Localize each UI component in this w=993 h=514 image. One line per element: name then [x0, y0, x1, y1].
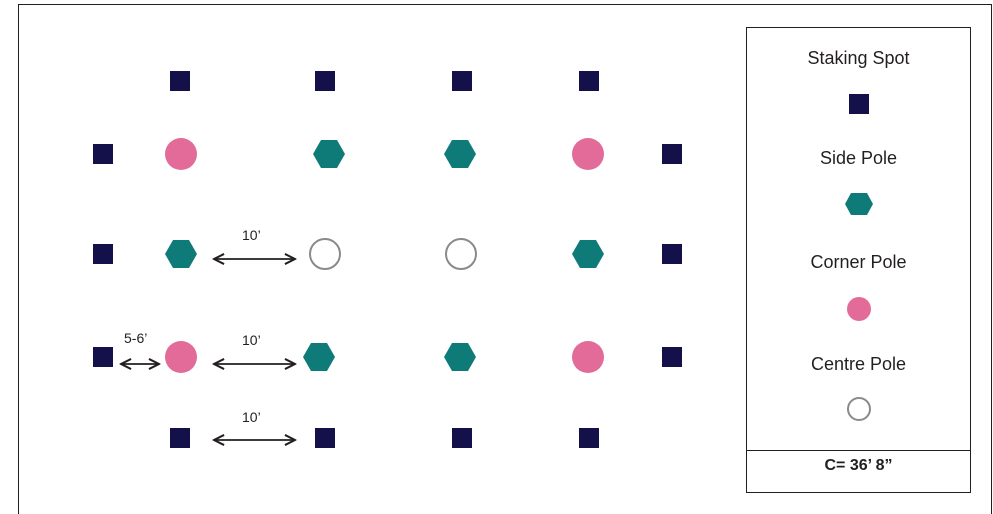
centre-pole — [445, 238, 477, 270]
legend-label: Centre Pole — [810, 354, 907, 374]
staking-spot — [93, 144, 113, 164]
staking-spot — [662, 244, 682, 264]
corner-pole — [572, 138, 604, 170]
side-pole — [444, 140, 476, 168]
staking-spot — [93, 347, 113, 367]
side-pole — [313, 140, 345, 168]
legend-item-staking-spot: Staking Spot — [747, 48, 970, 117]
diagram-frame — [18, 4, 992, 514]
staking-spot — [93, 244, 113, 264]
staking-spot — [662, 144, 682, 164]
dimension-label: 10’ — [242, 332, 261, 348]
staking-spot — [452, 428, 472, 448]
legend-label: Side Pole — [819, 148, 898, 168]
staking-spot — [579, 428, 599, 448]
corner-pole — [165, 138, 197, 170]
side-pole — [572, 240, 604, 268]
side-pole — [303, 343, 335, 371]
legend: Staking Spot Side Pole Corner Pole Centr… — [746, 27, 971, 493]
staking-spot-icon — [848, 94, 869, 114]
staking-spot — [315, 71, 335, 91]
side-pole-icon — [844, 193, 873, 215]
dimension-label: 5-6’ — [124, 330, 147, 346]
side-pole — [165, 240, 197, 268]
dimension-label: 10’ — [242, 409, 261, 425]
staking-spot — [170, 71, 190, 91]
side-pole — [444, 343, 476, 371]
legend-label: Staking Spot — [807, 48, 910, 68]
corner-pole — [165, 341, 197, 373]
legend-item-corner-pole: Corner Pole — [747, 252, 970, 323]
corner-pole — [572, 341, 604, 373]
centre-pole — [309, 238, 341, 270]
corner-pole-icon — [846, 297, 871, 321]
legend-item-centre-pole: Centre Pole — [747, 354, 970, 423]
legend-item-side-pole: Side Pole — [747, 148, 970, 217]
staking-spot — [452, 71, 472, 91]
staking-spot — [579, 71, 599, 91]
staking-spot — [662, 347, 682, 367]
centre-pole-icon — [846, 397, 871, 421]
staking-spot — [170, 428, 190, 448]
legend-label: Corner Pole — [810, 252, 907, 272]
dimension-label: 10’ — [242, 227, 261, 243]
circumference-label: C= 36’ 8” — [747, 450, 970, 492]
staking-spot — [315, 428, 335, 448]
